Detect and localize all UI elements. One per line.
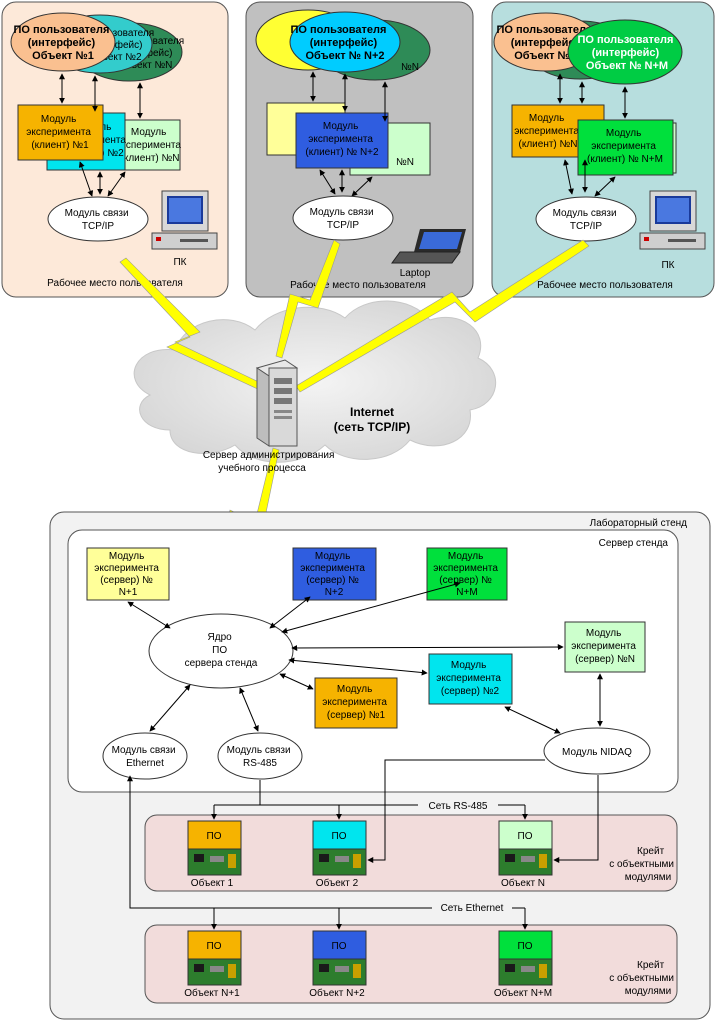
svg-text:Объект N+1: Объект N+1: [184, 987, 240, 999]
svg-text:ПО: ПО: [207, 831, 222, 842]
crate1-object-2: ПО Объект 2: [312, 820, 367, 889]
ws2-tcp-module: [292, 195, 394, 241]
svg-text:Объект N+2: Объект N+2: [309, 987, 365, 999]
crate1-object-n: ПО Объект N: [498, 820, 553, 889]
nidaq-wiring: [367, 759, 599, 863]
svg-text:Модуль эксперимента: Модуль эксперимента (клиент) № N+2: [305, 121, 379, 158]
ws1-label: Рабочее место пользователя: [47, 277, 183, 289]
server-label: Сервер стенда: [599, 538, 669, 549]
lab-stand: Лабораторный стенд Сервер стенда Модуль …: [49, 511, 711, 1020]
svg-text:Модуль связи TCP/IP: Модуль связи TCP/IP: [65, 208, 132, 232]
ws1-module-front: [17, 104, 104, 161]
lightning-ws3: [295, 239, 590, 393]
crate2-object-n2: ПО Объект N+2: [309, 930, 367, 999]
server-module-1: [314, 677, 398, 729]
ws3-pc-label: ПК: [661, 260, 674, 271]
ws1-tcp-module: [47, 196, 149, 242]
svg-text:Объект 2: Объект 2: [316, 877, 359, 889]
svg-text:ПО пользователя (интерфе: ПО пользователя (интерфейс) Объект №1: [14, 24, 113, 62]
svg-text:ПО пользователя (интерфе: ПО пользователя (интерфейс) Объект № N+M: [578, 34, 677, 72]
ws3-tcp-module: [535, 196, 637, 242]
svg-text:ПО: ПО: [332, 831, 347, 842]
svg-text:Модуль эксперимента: Модуль эксперимента (сервер) № N+1: [94, 551, 161, 598]
eth-module: [102, 732, 188, 780]
crate2-object-n1: ПО Объект N+1: [184, 930, 242, 999]
svg-text:ПО: ПО: [518, 831, 533, 842]
server-module-2: [428, 653, 513, 705]
svg-text:Модуль связи Ethernet: Модуль связи Ethernet: [112, 745, 179, 769]
admin-server-label: Сервер администрирования учебного процес…: [203, 450, 337, 474]
server-module-n1: [86, 547, 170, 601]
svg-text:ПО пользователя (интерфе: ПО пользователя (интерфейс) Объект № N+2: [291, 24, 390, 62]
svg-text:Модуль эксперимента: Модуль эксперимента (клиент) №N: [514, 113, 581, 150]
svg-text:ПО пользователя (интерфе: ПО пользователя (интерфейс) Объект №N: [497, 24, 596, 62]
internet-subtitle: (сеть TCP/IP): [334, 420, 410, 434]
ws1-ellipse-front: [10, 12, 116, 72]
svg-text:Модуль эксперимента: Модуль эксперимента (сервер) №1: [322, 684, 389, 721]
crate2-object-nm: ПО Объект N+M: [494, 930, 553, 999]
pc-icon: [151, 190, 218, 250]
svg-text:Модуль эксперимента: Модуль эксперимента (клиент) №1: [26, 114, 93, 151]
svg-text:ПО: ПО: [518, 941, 533, 952]
crate-1-label: Крейт с объектными модулями: [609, 846, 677, 883]
ws2-ellipse-front: [289, 11, 401, 73]
workstation-2: №N ПО пользователя (интерфейс) Объект № …: [245, 1, 474, 298]
svg-text:Модуль эксперимента: Модуль эксперимента (сервер) №N: [571, 628, 638, 665]
lab-stand-label: Лабораторный стенд: [590, 517, 688, 529]
internet-title: Internet: [350, 405, 394, 419]
svg-text:Модуль эксперимента: Модуль эксперимента (клиент) №N: [116, 127, 183, 164]
svg-text:Модуль NIDAQ: Модуль NIDAQ: [562, 747, 632, 758]
svg-text:№N: №N: [396, 157, 414, 168]
svg-text:Объект N+M: Объект N+M: [494, 987, 552, 999]
crate1-object-1: ПО Объект 1: [187, 820, 242, 889]
svg-text:Модуль связи RS-485: Модуль связи RS-485: [227, 745, 294, 769]
svg-text:№N: №N: [401, 62, 419, 73]
lightning-ws2: [275, 239, 341, 359]
ws3-module-front: [577, 119, 674, 176]
laptop-icon: [391, 229, 466, 264]
workstation-1: ПО пользователя (интерфейс) Объект №N ПО…: [1, 1, 229, 298]
crate-2-label: Крейт с объектными модулями: [609, 960, 677, 997]
svg-text:Модуль эксперимента: Модуль эксперимента (сервер) №2: [436, 660, 503, 697]
server-core: [148, 613, 294, 689]
ws3-label: Рабочее место пользователя: [537, 279, 673, 291]
rs485-network: Сеть RS-485: [211, 780, 528, 820]
ws3-ellipse-front: [567, 19, 683, 85]
svg-text:Модуль связи TCP/IP: Модуль связи TCP/IP: [310, 207, 377, 231]
svg-text:Объект N: Объект N: [501, 877, 545, 889]
svg-text:Ядро ПО сервера ст: Ядро ПО сервера стенда: [185, 632, 258, 669]
pc-icon: [639, 190, 706, 250]
svg-text:Модуль эксперимента: Модуль эксперимента (клиент) № N+M: [587, 128, 663, 165]
nidaq-module: [543, 727, 651, 775]
svg-text:Объект 1: Объект 1: [191, 877, 234, 889]
ethernet-network-label: Сеть Ethernet: [441, 903, 504, 914]
ws2-label: Рабочее место пользователя: [290, 279, 426, 291]
ethernet-network: Сеть Ethernet: [127, 775, 528, 930]
server-module-nn: [564, 621, 646, 673]
svg-text:ПО: ПО: [207, 941, 222, 952]
svg-text:Модуль связи TCP/IP: Модуль связи TCP/IP: [553, 208, 620, 232]
admin-server-icon: [255, 359, 299, 447]
ws2-laptop-label: Laptop: [400, 268, 431, 279]
workstation-3: ПО пользователя (интерфейс) Объект №N ПО…: [491, 1, 715, 298]
ws1-pc-label: ПК: [173, 257, 186, 268]
ws2-module-front: [295, 112, 389, 169]
svg-text:Модуль эксперимента: Модуль эксперимента (сервер) № N+M: [433, 551, 500, 598]
rs485-network-label: Сеть RS-485: [429, 801, 488, 812]
rs485-module: [217, 732, 303, 780]
svg-text:ПО: ПО: [332, 941, 347, 952]
